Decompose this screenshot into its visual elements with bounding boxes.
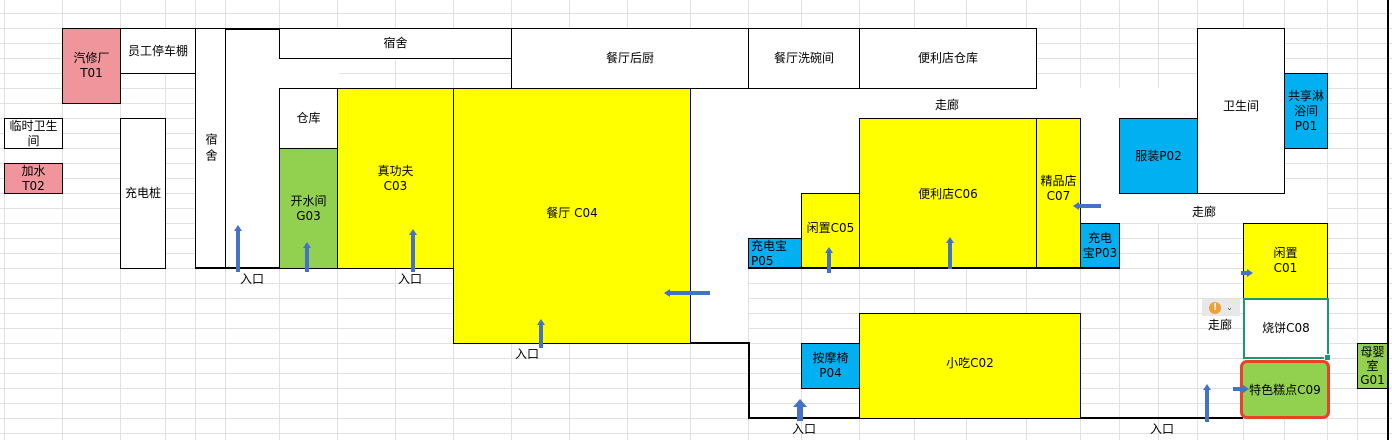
arrow-up-icon[interactable] [1202, 384, 1212, 422]
room-massage-chair-p04[interactable]: 按摩椅 P04 [801, 343, 860, 389]
room-label: 真功夫 C03 [377, 163, 414, 193]
room-snacks-c02[interactable]: 小吃C02 [859, 313, 1081, 419]
room-zhengongfu-c03[interactable]: 真功夫 C03 [337, 88, 454, 269]
grid-column-line [62, 0, 63, 440]
room-temp-toilet[interactable]: 临时卫生 间 [4, 118, 63, 149]
room-label: 按摩椅 P04 [812, 351, 849, 380]
room-restaurant-c04[interactable]: 餐厅 C04 [453, 88, 691, 344]
entrance-label: 入口 [792, 422, 817, 436]
room-restaurant-kitchen[interactable]: 餐厅后厨 [511, 28, 749, 89]
arrow-left-icon[interactable] [664, 288, 710, 297]
room-auto-repair-t01[interactable]: 汽修厂 T01 [62, 28, 121, 104]
arrow-up-icon[interactable] [408, 229, 418, 272]
room-label: 餐厅后厨 [605, 51, 654, 65]
room-label: 共享淋 浴间 P01 [1287, 88, 1324, 133]
room-boutique-c07[interactable]: 精品店 C07 [1036, 118, 1081, 269]
room-charging-pile[interactable]: 充电桩 [120, 118, 166, 269]
room-label: 服装P02 [1135, 148, 1182, 163]
room-label: 汽修厂 T01 [73, 51, 110, 80]
room-label: 卫生间 [1222, 98, 1259, 113]
room-label: 宿舍 [204, 132, 218, 165]
arrow-up-icon[interactable] [536, 319, 546, 348]
corridor-fill [1197, 193, 1327, 223]
room-label: 开水间 G03 [290, 193, 327, 223]
entrance-label: 入口 [398, 272, 423, 286]
entrance-label: 入口 [1150, 422, 1175, 436]
room-label: 便利店C06 [918, 187, 978, 201]
room-dishwashing[interactable]: 餐厅洗碗间 [748, 28, 860, 89]
error-checking-button[interactable]: ! ⌄ [1202, 299, 1240, 316]
wall-line [225, 28, 281, 30]
arrow-up-icon[interactable] [302, 242, 312, 272]
arrow-left-icon[interactable] [1073, 201, 1101, 210]
room-label: 餐厅洗碗间 [773, 51, 834, 65]
room-warehouse[interactable]: 仓库 [279, 88, 338, 149]
room-label: 餐厅 C04 [546, 206, 598, 220]
arrow-up-icon[interactable] [945, 237, 955, 269]
room-label: 加水 T02 [21, 163, 46, 193]
room-label: 员工停车棚 [127, 43, 188, 58]
corridor-label: 走廊 [935, 98, 960, 112]
room-label: 特色糕点C09 [1249, 383, 1321, 397]
room-powerbank-p05[interactable]: 充电宝 P05 [748, 238, 802, 269]
grid-column-line [1357, 0, 1358, 440]
wall-line [690, 342, 749, 344]
room-dorm-vertical[interactable]: 宿舍 [195, 28, 226, 269]
room-label: 母婴 室 G01 [1360, 345, 1385, 387]
room-store-warehouse[interactable]: 便利店仓库 [859, 28, 1037, 89]
corridor-label: 走廊 [1192, 205, 1217, 219]
room-label: 便利店仓库 [917, 51, 978, 65]
room-powerbank-p03[interactable]: 充电 宝P03 [1080, 223, 1120, 269]
room-idle-c01[interactable]: 闲置 C01 [1243, 223, 1328, 299]
room-staff-parking[interactable]: 员工停车棚 [120, 28, 196, 74]
grid-column-line [1327, 0, 1328, 440]
wall-line [748, 342, 750, 419]
room-label: 宿舍 [383, 36, 408, 50]
room-label: 充电宝 P05 [751, 238, 788, 268]
corridor-fill [279, 58, 339, 88]
room-label: 闲置C05 [806, 220, 855, 235]
room-mother-baby-g01[interactable]: 母婴 室 G01 [1357, 343, 1388, 389]
arrow-up-icon[interactable] [233, 225, 243, 272]
selection-fill-handle[interactable] [1324, 354, 1331, 361]
corridor-fill [690, 88, 1197, 118]
arrow-up-icon[interactable] [793, 399, 807, 421]
arrow-up-icon[interactable] [824, 247, 834, 273]
corridor-label: 走廊 [1208, 318, 1233, 332]
chevron-down-icon: ⌄ [1226, 303, 1233, 312]
room-toilet[interactable]: 卫生间 [1197, 28, 1285, 194]
room-shared-shower-p01[interactable]: 共享淋 浴间 P01 [1284, 73, 1328, 149]
room-label: 精品店 C07 [1040, 173, 1077, 203]
room-label: 仓库 [296, 111, 321, 125]
wall-line [748, 267, 1120, 269]
room-shaobing-c08[interactable]: 烧饼C08 [1243, 298, 1329, 359]
room-label: 充电 宝P03 [1082, 231, 1118, 260]
room-label: 临时卫生 间 [9, 118, 58, 148]
room-label: 小吃C02 [946, 355, 994, 370]
grid-column-line [4, 0, 5, 440]
room-label: 充电桩 [124, 186, 161, 200]
room-label: 闲置 C01 [1273, 246, 1298, 275]
room-water-t02[interactable]: 加水 T02 [4, 163, 63, 194]
room-clothing-p02[interactable]: 服装P02 [1119, 118, 1198, 194]
room-dorm-horizontal[interactable]: 宿舍 [279, 28, 512, 59]
wall-line [1387, 0, 1389, 440]
arrow-right-icon[interactable] [1241, 268, 1253, 277]
warning-icon: ! [1209, 301, 1222, 314]
entrance-label: 入口 [240, 272, 265, 286]
room-label: 烧饼C08 [1262, 321, 1310, 335]
room-pastry-c09[interactable]: 特色糕点C09 [1240, 360, 1330, 419]
entrance-label: 入口 [515, 347, 540, 361]
arrow-right-icon[interactable] [1233, 384, 1249, 393]
